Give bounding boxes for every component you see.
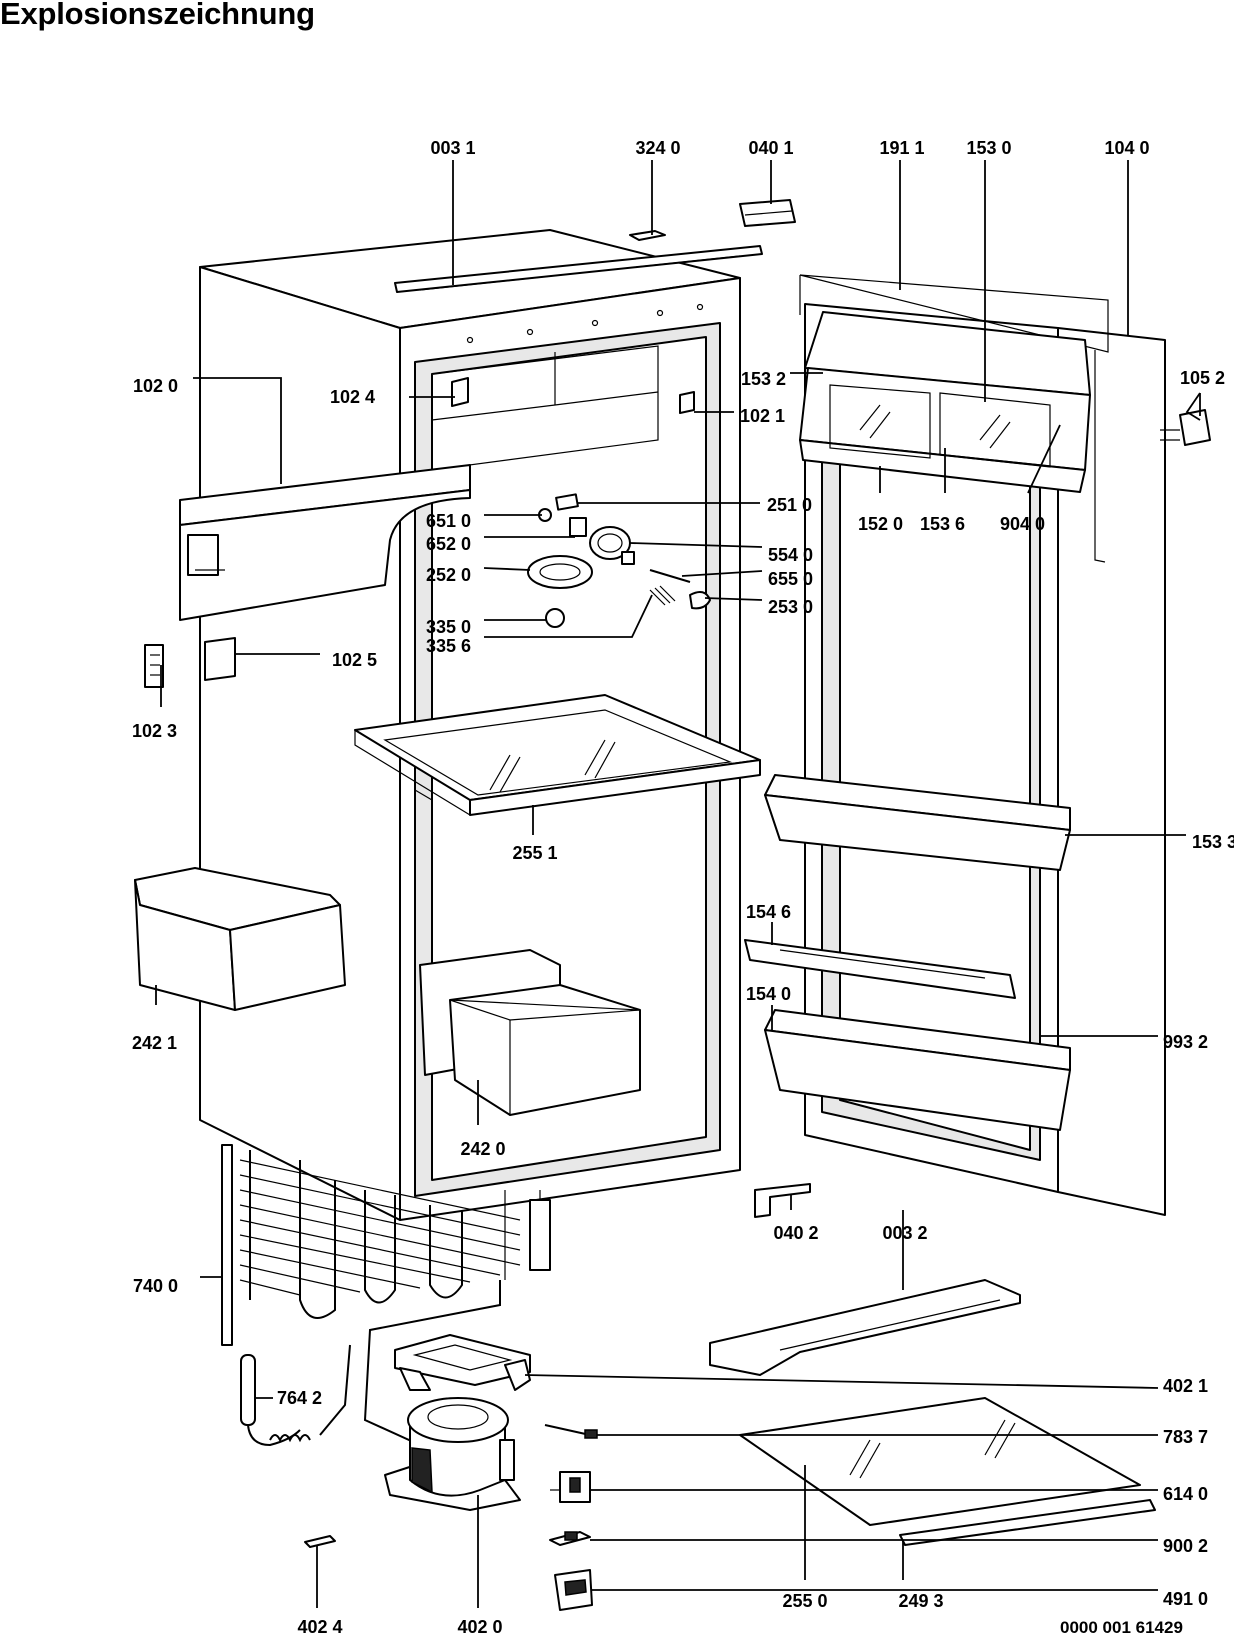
vegetable-bins	[419, 949, 641, 1116]
label-249-3: 249 3	[898, 1591, 943, 1611]
label-251-0: 251 0	[767, 495, 812, 515]
label-764-2: 764 2	[277, 1388, 322, 1408]
label-614-0: 614 0	[1163, 1484, 1208, 1504]
part-102-5	[204, 637, 236, 681]
part-102-3	[144, 644, 164, 688]
label-040-1: 040 1	[748, 138, 793, 158]
label-105-2: 105 2	[1180, 368, 1225, 388]
label-040-2: 040 2	[773, 1223, 818, 1243]
page-title: Explosionszeichnung	[0, 0, 315, 31]
door-shelf-upper	[764, 774, 1071, 871]
clip-900-2	[549, 1531, 591, 1546]
part-labels: 003 1 324 0 040 1 191 1 153 0 104 0 102 …	[132, 138, 1234, 1635]
door-butter-compartment	[799, 311, 1091, 493]
leader-lines	[155, 160, 1201, 1608]
label-900-2: 900 2	[1163, 1536, 1208, 1556]
label-255-0: 255 0	[782, 1591, 827, 1611]
label-554-0: 554 0	[768, 545, 813, 565]
clip-324	[629, 230, 666, 241]
glass-shelf-lower	[739, 1397, 1141, 1526]
latch-102-1	[679, 391, 695, 414]
freezer-flap	[179, 464, 471, 621]
label-651-0: 651 0	[426, 511, 471, 531]
label-255-1: 255 1	[512, 843, 557, 863]
label-252-0: 252 0	[426, 565, 471, 585]
label-335-0: 335 0	[426, 617, 471, 637]
filter-drier	[240, 1344, 351, 1447]
label-253-0: 253 0	[768, 597, 813, 617]
base-plate	[709, 1279, 1021, 1376]
door-shelf-bar	[744, 939, 1016, 999]
label-153-2: 153 2	[741, 369, 786, 389]
label-191-1: 191 1	[879, 138, 924, 158]
label-324-0: 324 0	[635, 138, 680, 158]
label-153-6: 153 6	[920, 514, 965, 534]
label-003-1: 003 1	[430, 138, 475, 158]
relay-614-0	[550, 1471, 591, 1503]
compressor	[384, 1397, 521, 1511]
compressor-bracket	[394, 1334, 531, 1391]
label-655-0: 655 0	[768, 569, 813, 589]
label-242-1: 242 1	[132, 1033, 177, 1053]
hinge-105-2	[1160, 409, 1211, 446]
label-242-0: 242 0	[460, 1139, 505, 1159]
door-shelf-lower	[764, 1009, 1071, 1131]
label-402-4: 402 4	[297, 1617, 342, 1635]
bracket-040-1	[739, 199, 796, 227]
flap-bracket-102-4	[451, 377, 469, 407]
label-102-4: 102 4	[330, 387, 375, 407]
label-003-2: 003 2	[882, 1223, 927, 1243]
glass-shelf-upper	[354, 694, 761, 816]
label-402-1: 402 1	[1163, 1376, 1208, 1396]
label-152-0: 152 0	[858, 514, 903, 534]
bracket-040-2	[754, 1183, 811, 1218]
label-154-6: 154 6	[746, 902, 791, 922]
label-102-0: 102 0	[133, 376, 178, 396]
label-154-0: 154 0	[746, 984, 791, 1004]
label-335-6: 335 6	[426, 636, 471, 656]
drawing-number: 0000 001 61429	[1060, 1618, 1183, 1635]
label-904-0: 904 0	[1000, 514, 1045, 534]
label-153-3: 153 3	[1192, 832, 1234, 852]
label-740-0: 740 0	[133, 1276, 178, 1296]
capillary-783-7	[544, 1424, 598, 1439]
condenser	[221, 1144, 551, 1446]
thermostat-assembly	[527, 493, 711, 628]
label-102-1: 102 1	[740, 406, 785, 426]
label-993-2: 993 2	[1163, 1032, 1208, 1052]
label-153-0: 153 0	[966, 138, 1011, 158]
label-102-5: 102 5	[332, 650, 377, 670]
label-402-0: 402 0	[457, 1617, 502, 1635]
label-491-0: 491 0	[1163, 1589, 1208, 1609]
label-104-0: 104 0	[1104, 138, 1149, 158]
label-102-3: 102 3	[132, 721, 177, 741]
clip-402-4	[304, 1535, 336, 1548]
label-652-0: 652 0	[426, 534, 471, 554]
bin-242-1	[134, 867, 346, 1011]
label-783-7: 783 7	[1163, 1427, 1208, 1447]
top-cover-rail	[394, 245, 763, 293]
terminal-cover-491-0	[554, 1569, 593, 1611]
